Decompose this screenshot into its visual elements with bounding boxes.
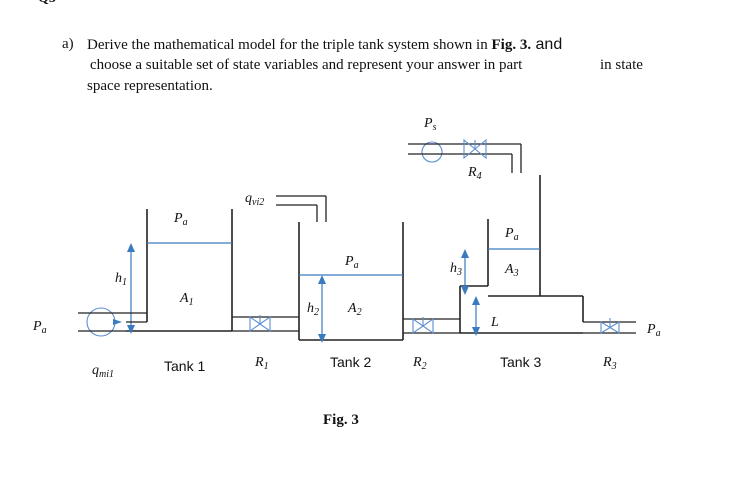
length-l-label: L	[490, 315, 499, 330]
tank3-area-label: A3	[504, 262, 519, 279]
pump-flow-label: qmi1	[92, 363, 114, 380]
source-pump-icon	[421, 141, 443, 163]
tank2-name-label: Tank 2	[330, 354, 371, 370]
question-line-3: space representation.	[87, 78, 213, 94]
tank2-level-label: h2	[307, 301, 319, 318]
inflow-q-label: qvi2	[245, 191, 264, 208]
tank1-level-label: h1	[115, 271, 127, 288]
valve-r3-label: R3	[602, 355, 617, 372]
tank3-level-arrow	[461, 249, 469, 295]
tank1-area-label: A1	[179, 291, 194, 308]
valve-r2-icon	[412, 317, 434, 335]
tank2-area-label: A2	[347, 301, 362, 318]
tank1-level-arrow	[127, 243, 135, 334]
tank1-pressure-label: Pa	[173, 211, 188, 228]
figure-caption: Fig. 3	[323, 412, 359, 428]
tank3-pressure-label: Pa	[504, 226, 519, 243]
pump-icon	[86, 307, 116, 337]
question-part-label: a)	[62, 36, 74, 52]
question-line-2-extra: in state	[600, 57, 643, 73]
valve-r4-label: R4	[467, 165, 482, 182]
question-line-1: Derive the mathematical model for the tr…	[87, 36, 562, 54]
tank2-level-arrow	[318, 275, 326, 343]
tank3-level-label: h3	[450, 261, 462, 278]
question-fig-ref: Fig. 3.	[491, 37, 532, 53]
tank3-name-label: Tank 3	[500, 354, 541, 370]
question-and: and	[531, 36, 563, 53]
question-number: Q3	[38, 0, 56, 7]
valve-r1-label: R1	[254, 355, 269, 372]
length-l-arrow	[472, 296, 480, 336]
pump-arrow-icon	[113, 319, 122, 325]
left-pressure-label: Pa	[32, 319, 47, 336]
tank1-name-label: Tank 1	[164, 358, 205, 374]
right-pressure-label: Pa	[646, 322, 661, 339]
valve-r2-label: R2	[412, 355, 427, 372]
tank2-pressure-label: Pa	[344, 254, 359, 271]
question-line-1-text: Derive the mathematical model for the tr…	[87, 37, 492, 53]
source-pressure-label: Ps	[423, 116, 437, 133]
valve-r4-icon	[463, 138, 487, 160]
valve-r1-icon	[249, 315, 271, 333]
question-line-2: choose a suitable set of state variables…	[90, 57, 523, 73]
valve-r3-icon	[600, 318, 620, 334]
